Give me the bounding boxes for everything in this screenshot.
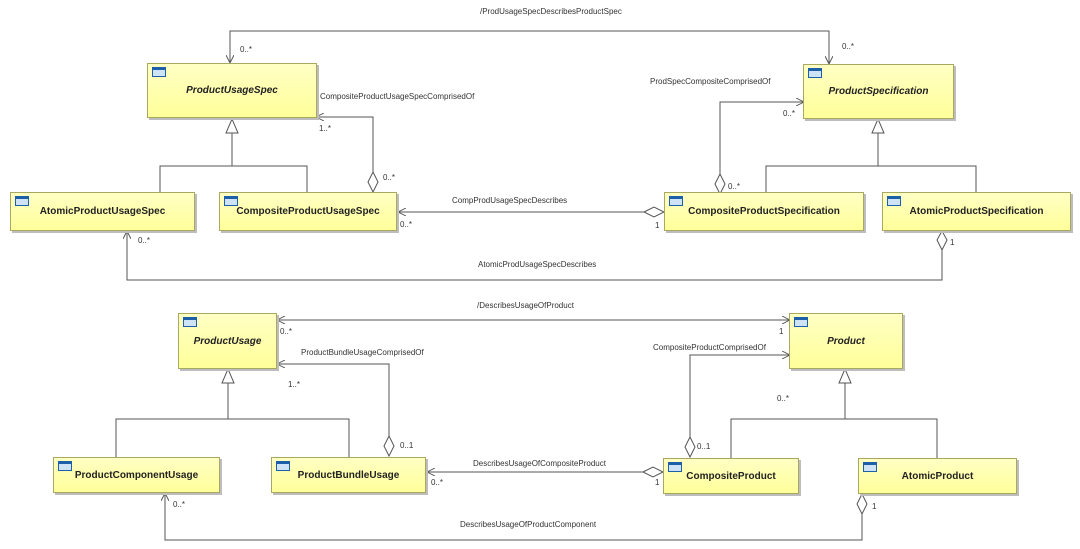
class-icon: [183, 317, 197, 327]
class-name: ProductBundleUsage: [297, 469, 400, 481]
multiplicity: 1: [950, 238, 955, 247]
label-atomic-prod-usage-spec-describes: AtomicProdUsageSpecDescribes: [478, 260, 597, 269]
class-icon: [276, 461, 290, 471]
class-composite-product-specification[interactable]: CompositeProductSpecification: [664, 192, 864, 231]
multiplicity: 0..*: [240, 45, 253, 54]
generalization-product-usage: [115, 418, 350, 457]
multiplicity: 0..*: [842, 42, 855, 51]
class-atomic-product-usage-spec[interactable]: AtomicProductUsageSpec: [10, 192, 195, 231]
class-product-usage-spec[interactable]: ProductUsageSpec: [147, 63, 317, 118]
multiplicity: 0..*: [383, 173, 396, 182]
class-name: AtomicProduct: [901, 470, 974, 482]
aggregation-diamond-composite-product-specification: [714, 172, 726, 196]
generalization-atomic-product-usage-spec: [159, 165, 308, 192]
class-icon: [808, 68, 822, 78]
class-icon: [669, 196, 683, 206]
class-name: CompositeProductSpecification: [688, 206, 840, 217]
aggregation-diamond-atomic-product: [856, 492, 868, 516]
class-name: CompositeProductUsageSpec: [236, 206, 380, 217]
aggregation-diamond-composite-product-usage-spec: [367, 170, 379, 194]
label-prod-usage-spec-describes-product-spec: /ProdUsageSpecDescribesProductSpec: [480, 7, 622, 16]
class-icon: [58, 461, 72, 471]
assoc-composite-product-comprised-of: [689, 355, 790, 438]
label-prod-spec-composite-comprised-of: ProdSpecCompositeComprisedOf: [650, 77, 771, 86]
multiplicity: 1: [779, 327, 784, 336]
assoc-prod-usage-spec-describes-product-spec: [230, 30, 829, 64]
label-product-bundle-usage-comprised-of: ProductBundleUsageComprisedOf: [301, 348, 424, 357]
class-atomic-product-specification[interactable]: AtomicProductSpecification: [882, 192, 1071, 231]
multiplicity: 0..*: [728, 182, 741, 191]
generalization-triangle-product-specification: [871, 117, 885, 134]
class-name: Product: [827, 335, 865, 347]
class-product-bundle-usage[interactable]: ProductBundleUsage: [271, 457, 426, 493]
multiplicity: 0..1: [400, 441, 414, 450]
class-composite-product[interactable]: CompositeProduct: [663, 458, 799, 494]
multiplicity: 0..*: [400, 220, 413, 229]
multiplicity: 1: [655, 478, 660, 487]
class-name: ProductUsageSpec: [186, 85, 278, 96]
class-product-specification[interactable]: ProductSpecification: [803, 64, 954, 119]
multiplicity: 1: [655, 221, 660, 230]
class-atomic-product[interactable]: AtomicProduct: [858, 458, 1017, 494]
class-icon: [794, 317, 808, 327]
aggregation-diamond-describes-usage-composite: [641, 466, 665, 478]
aggregation-diamond-composite-product: [684, 435, 696, 459]
class-name: CompositeProduct: [686, 470, 776, 482]
aggregation-diamond-atomic-product-specification: [936, 229, 948, 252]
class-icon: [863, 462, 877, 472]
class-icon: [887, 196, 901, 206]
generalization-product-specification: [765, 165, 977, 192]
class-name: AtomicProductUsageSpec: [39, 206, 166, 217]
assoc-prod-spec-composite-comprised-of: [719, 102, 804, 175]
multiplicity: 0..*: [173, 500, 186, 509]
multiplicity: 0..*: [777, 394, 790, 403]
multiplicity: 0..*: [280, 327, 293, 336]
multiplicity: 0..*: [431, 478, 444, 487]
generalization-triangle-product-usage: [221, 367, 235, 384]
class-icon: [15, 196, 29, 206]
label-describes-usage-of-composite-product: DescribesUsageOfCompositeProduct: [473, 459, 606, 468]
class-name: ProductUsage: [193, 335, 262, 347]
label-describes-usage-of-product: /DescribesUsageOfProduct: [477, 301, 574, 310]
generalization-triangle-product-usage-spec: [225, 117, 239, 134]
class-name: AtomicProductSpecification: [909, 206, 1044, 217]
label-composite-product-usage-spec-comprised-of: CompositeProductUsageSpecComprisedOf: [320, 92, 475, 101]
generalization-triangle-product: [838, 367, 852, 384]
aggregation-diamond-comp-prod-usage-spec: [642, 206, 666, 218]
multiplicity: 0..1: [697, 442, 711, 451]
label-describes-usage-of-product-component: DescribesUsageOfProductComponent: [460, 520, 597, 529]
class-product-component-usage[interactable]: ProductComponentUsage: [53, 457, 220, 493]
multiplicity: 1..*: [288, 380, 301, 389]
class-icon: [224, 196, 238, 206]
class-composite-product-usage-spec[interactable]: CompositeProductUsageSpec: [219, 192, 397, 231]
generalization-product: [730, 418, 938, 458]
multiplicity: 1..*: [319, 124, 332, 133]
class-icon: [668, 462, 682, 472]
class-product-usage[interactable]: ProductUsage: [178, 313, 277, 369]
label-comp-prod-usage-spec-describes: CompProdUsageSpecDescribes: [452, 196, 568, 205]
assoc-atomic-prod-usage-spec-describes: [127, 231, 943, 281]
class-name: ProductSpecification: [828, 86, 929, 97]
assoc-describes-usage-of-product-component: [165, 493, 863, 541]
class-product[interactable]: Product: [789, 313, 903, 369]
class-icon: [152, 67, 166, 77]
multiplicity: 0..*: [138, 236, 151, 245]
label-composite-product-comprised-of: CompositeProductComprisedOf: [653, 343, 766, 352]
multiplicity: 0..*: [783, 109, 796, 118]
assoc-composite-product-usage-spec-comprised-of: [316, 117, 374, 175]
class-name: ProductComponentUsage: [74, 469, 199, 481]
assoc-product-bundle-usage-comprised-of: [277, 364, 390, 437]
multiplicity: 1: [872, 502, 877, 511]
aggregation-diamond-product-bundle-usage: [383, 434, 395, 458]
